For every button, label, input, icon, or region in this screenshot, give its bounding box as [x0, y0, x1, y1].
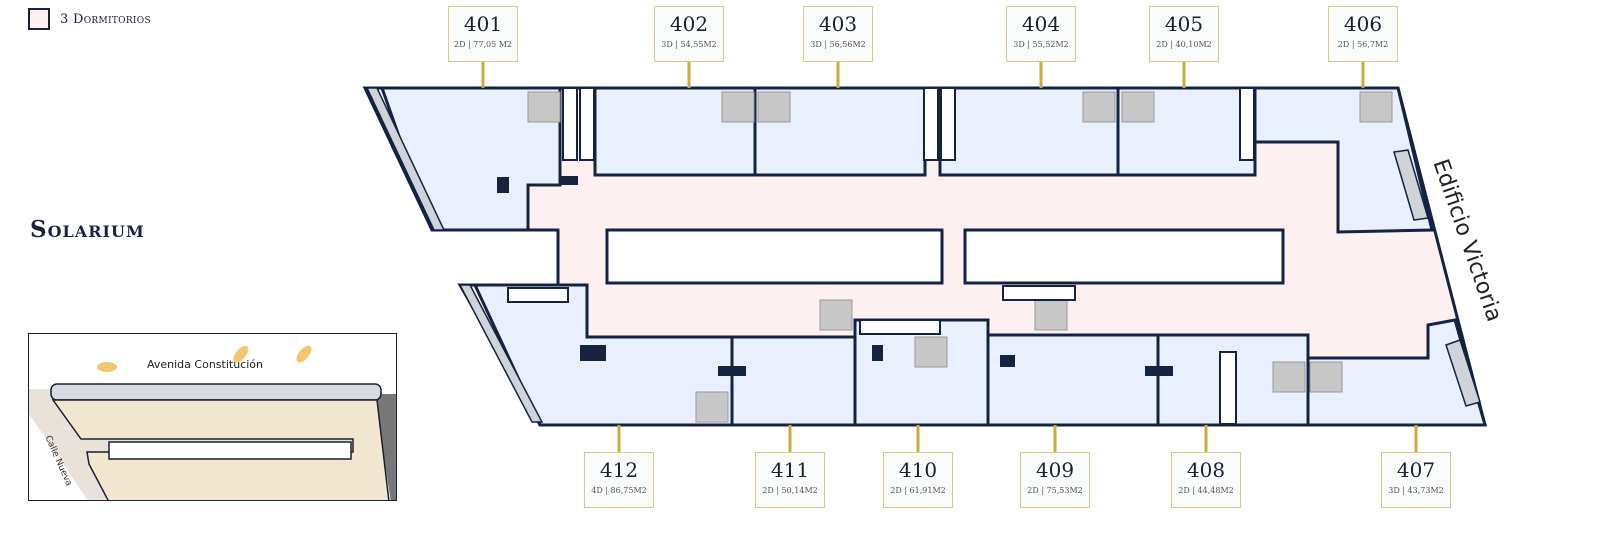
unit-number: 406	[1343, 12, 1383, 36]
unit-number: 405	[1164, 12, 1204, 36]
unit-info: 2D | 56,7M2	[1337, 40, 1389, 49]
car-icons	[97, 345, 312, 372]
unit-info: 4D | 86,75M2	[591, 486, 647, 495]
elevator-hatches	[527, 91, 1393, 423]
unit-number: 409	[1035, 458, 1075, 482]
unit-info: 2D | 75,53M2	[1027, 486, 1083, 495]
unit-tag-410[interactable]: 410 2D | 61,91M2	[883, 452, 953, 508]
unit-info: 3D | 56,56M2	[810, 40, 866, 49]
unit-number: 412	[599, 458, 639, 482]
floor-title: Solarium	[30, 216, 145, 243]
unit-number: 402	[669, 12, 709, 36]
unit-info: 2D | 61,91M2	[890, 486, 946, 495]
unit-info: 2D | 44,48M2	[1178, 486, 1234, 495]
unit-410[interactable]	[853, 318, 990, 427]
unit-tag-406[interactable]: 406 2D | 56,7M2	[1328, 6, 1398, 62]
street-label-main: Avenida Constitución	[147, 358, 263, 371]
unit-407[interactable]	[1306, 318, 1487, 427]
legend: 3 Dormitorios	[28, 8, 151, 30]
unit-info: 2D | 50,14M2	[762, 486, 818, 495]
unit-info: 3D | 43,73M2	[1388, 486, 1444, 495]
unit-tag-401[interactable]: 401 2D | 77,05 M2	[448, 6, 518, 62]
unit-tag-402[interactable]: 402 3D | 54,55M2	[654, 6, 724, 62]
unit-tag-409[interactable]: 409 2D | 75,53M2	[1020, 452, 1090, 508]
unit-number: 403	[818, 12, 858, 36]
label-stems	[481, 62, 1418, 452]
location-map: Avenida Constitución Calle Nueva	[28, 333, 397, 501]
unit-number: 401	[463, 12, 503, 36]
legend-label: 3 Dormitorios	[60, 11, 151, 27]
unit-number: 404	[1021, 12, 1061, 36]
unit-info: 2D | 40,10M2	[1156, 40, 1212, 49]
unit-411[interactable]	[730, 335, 857, 427]
unit-tag-412[interactable]: 412 4D | 86,75M2	[584, 452, 654, 508]
unit-tag-405[interactable]: 405 2D | 40,10M2	[1149, 6, 1219, 62]
legend-swatch-3-dormitorios	[28, 8, 50, 30]
unit-tag-411[interactable]: 411 2D | 50,14M2	[755, 452, 825, 508]
unit-tag-408[interactable]: 408 2D | 44,48M2	[1171, 452, 1241, 508]
light-well-left	[605, 228, 944, 285]
light-well-right	[963, 228, 1285, 285]
unit-409[interactable]	[986, 333, 1160, 427]
balconies	[365, 87, 1481, 423]
unit-tag-407[interactable]: 407 3D | 43,73M2	[1381, 452, 1451, 508]
unit-info: 2D | 77,05 M2	[453, 40, 512, 49]
columns	[497, 176, 1173, 376]
unit-tag-404[interactable]: 404 3D | 55,52M2	[1006, 6, 1076, 62]
unit-number: 410	[898, 458, 938, 482]
unit-number: 408	[1186, 458, 1226, 482]
unit-number: 411	[770, 458, 810, 482]
stairs	[507, 87, 1255, 425]
unit-tag-403[interactable]: 403 3D | 56,56M2	[803, 6, 873, 62]
location-map-drawing	[29, 345, 396, 500]
unit-info: 3D | 54,55M2	[661, 40, 717, 49]
unit-number: 407	[1396, 458, 1436, 482]
unit-info: 3D | 55,52M2	[1013, 40, 1069, 49]
